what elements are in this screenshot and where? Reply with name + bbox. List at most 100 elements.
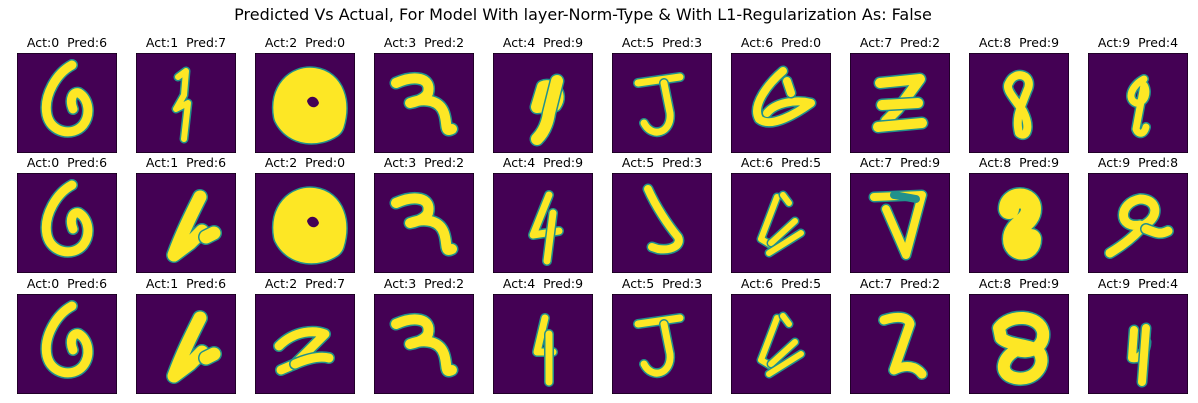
digit-stroke xyxy=(999,188,1041,260)
digit-stroke xyxy=(644,185,683,254)
image-background xyxy=(731,294,831,394)
digit-stroke xyxy=(783,77,795,97)
image-background xyxy=(255,294,355,394)
panel-2-8: Act:8 Pred:9 xyxy=(969,277,1069,397)
panel-1-9: Act:9 Pred:8 xyxy=(1088,156,1188,276)
panel-0-4: Act:4 Pred:9 xyxy=(493,36,593,156)
panel-1-3: Act:3 Pred:2 xyxy=(374,156,474,276)
digit-stroke xyxy=(1004,71,1033,139)
panel-title: Act:7 Pred:2 xyxy=(859,35,941,50)
panel-2-6: Act:6 Pred:5 xyxy=(731,277,831,397)
panel-title: Act:0 Pred:6 xyxy=(26,35,108,50)
panel-title: Act:4 Pred:9 xyxy=(502,155,584,170)
panel-2-2: Act:2 Pred:7 xyxy=(255,277,355,397)
panel-title: Act:2 Pred:0 xyxy=(264,155,346,170)
digit-image xyxy=(136,294,236,394)
digit-image xyxy=(731,294,831,394)
digit-image xyxy=(374,53,474,153)
digit-stroke xyxy=(199,226,221,244)
digit-image xyxy=(136,173,236,273)
panel-2-0: Act:0 Pred:6 xyxy=(17,277,117,397)
digit-image xyxy=(374,173,474,273)
digit-stroke xyxy=(875,74,925,126)
panel-2-3: Act:3 Pred:2 xyxy=(374,277,474,397)
digit-stroke xyxy=(167,190,209,262)
digit-image xyxy=(255,173,355,273)
digit-stroke xyxy=(167,311,209,383)
digit-stroke xyxy=(766,351,804,377)
panel-title: Act:5 Pred:3 xyxy=(621,35,703,50)
panel-title: Act:0 Pred:6 xyxy=(26,155,108,170)
panel-title: Act:7 Pred:2 xyxy=(859,276,941,291)
digit-image xyxy=(612,53,712,153)
panel-title: Act:0 Pred:6 xyxy=(26,276,108,291)
panel-title: Act:6 Pred:0 xyxy=(740,35,822,50)
digit-image xyxy=(255,53,355,153)
digit-stroke xyxy=(993,311,1050,385)
digit-image xyxy=(850,173,950,273)
digit-stroke xyxy=(41,180,93,257)
digit-stroke xyxy=(274,327,330,375)
digit-image xyxy=(969,294,1069,394)
panel-0-9: Act:9 Pred:4 xyxy=(1088,36,1188,156)
panel-title: Act:8 Pred:9 xyxy=(978,35,1060,50)
panel-title: Act:2 Pred:0 xyxy=(264,35,346,50)
digit-stroke xyxy=(877,98,923,110)
panel-title: Act:1 Pred:7 xyxy=(145,35,227,50)
digit-image xyxy=(493,53,593,153)
digit-stroke xyxy=(873,118,927,132)
panel-0-7: Act:7 Pred:2 xyxy=(850,36,950,156)
panel-title: Act:3 Pred:2 xyxy=(383,155,465,170)
digit-stroke xyxy=(640,320,674,377)
digit-stroke-accent xyxy=(890,191,920,203)
panel-title: Act:9 Pred:4 xyxy=(1097,276,1179,291)
digit-stroke xyxy=(41,60,93,137)
panel-1-6: Act:6 Pred:5 xyxy=(731,156,831,276)
panel-title: Act:8 Pred:9 xyxy=(978,155,1060,170)
panel-1-7: Act:7 Pred:9 xyxy=(850,156,950,276)
digit-image xyxy=(969,173,1069,273)
digit-hole xyxy=(307,96,319,108)
panel-title: Act:2 Pred:7 xyxy=(264,276,346,291)
panel-title: Act:3 Pred:2 xyxy=(383,35,465,50)
digit-stroke xyxy=(391,73,457,135)
panel-1-1: Act:1 Pred:6 xyxy=(136,156,236,276)
digit-stroke xyxy=(780,192,792,206)
image-background xyxy=(731,173,831,273)
panel-0-2: Act:2 Pred:0 xyxy=(255,36,355,156)
panel-1-2: Act:2 Pred:0 xyxy=(255,156,355,276)
panel-title: Act:9 Pred:4 xyxy=(1097,35,1179,50)
panel-title: Act:6 Pred:5 xyxy=(740,276,822,291)
digit-stroke xyxy=(199,347,221,365)
digit-image xyxy=(493,294,593,394)
panel-title: Act:4 Pred:9 xyxy=(502,35,584,50)
digit-stroke xyxy=(634,73,684,87)
digit-stroke xyxy=(780,313,792,327)
digit-image xyxy=(731,53,831,153)
digit-stroke xyxy=(1138,324,1150,386)
image-background xyxy=(612,53,712,153)
panel-0-3: Act:3 Pred:2 xyxy=(374,36,474,156)
digit-stroke xyxy=(531,75,563,145)
panel-2-4: Act:4 Pred:9 xyxy=(493,277,593,397)
digit-stroke xyxy=(634,314,684,328)
panel-title: Act:3 Pred:2 xyxy=(383,276,465,291)
panel-2-5: Act:5 Pred:3 xyxy=(612,277,712,397)
digit-stroke xyxy=(766,230,804,256)
digit-image xyxy=(1088,294,1188,394)
digit-image xyxy=(374,294,474,394)
digit-image xyxy=(136,53,236,153)
panel-title: Act:5 Pred:3 xyxy=(621,276,703,291)
digit-stroke xyxy=(1141,224,1173,238)
digit-image xyxy=(1088,173,1188,273)
digit-stroke xyxy=(391,193,457,255)
digit-image xyxy=(17,294,117,394)
digit-stroke xyxy=(753,67,815,127)
digit-stroke xyxy=(1105,194,1160,258)
panel-2-7: Act:7 Pred:2 xyxy=(850,277,950,397)
digit-image xyxy=(612,294,712,394)
digit-hole xyxy=(307,216,319,228)
digit-stroke xyxy=(41,301,93,378)
digit-image xyxy=(612,173,712,273)
